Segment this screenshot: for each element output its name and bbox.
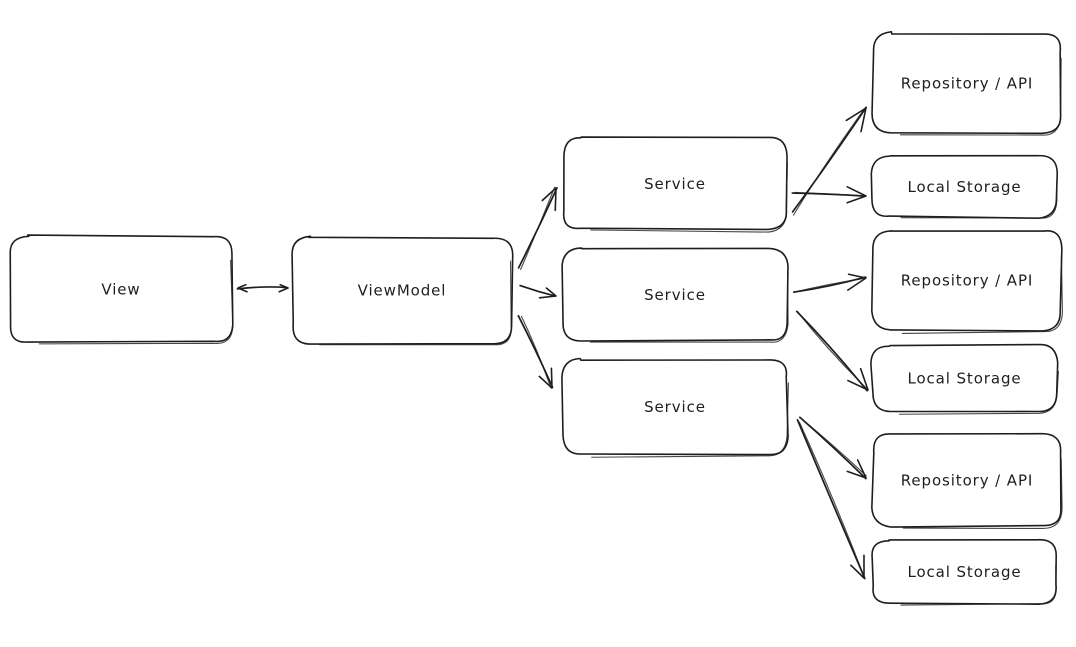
edge-line-echo (792, 106, 867, 216)
edge-viewmodel-to-service1[interactable] (517, 186, 558, 271)
node-local3[interactable]: Local Storage (871, 538, 1057, 606)
edge-service2-to-repo2[interactable] (793, 273, 867, 293)
arrowhead-end (538, 367, 553, 389)
node-box-local1 (870, 154, 1059, 220)
node-box-echo-local3 (900, 564, 1057, 606)
arrowhead-end (846, 459, 867, 479)
edge-line (236, 286, 289, 290)
node-label-service2: Service (644, 286, 706, 304)
node-box-echo-service2 (589, 271, 789, 343)
edge-service1-to-local1[interactable] (791, 186, 867, 204)
edge-viewmodel-to-service2[interactable] (519, 284, 557, 299)
node-box-repo3 (871, 432, 1062, 528)
arrowhead-end (541, 187, 557, 212)
edges-layer (236, 106, 869, 580)
node-box-service3 (561, 357, 789, 456)
node-service1[interactable]: Service (562, 136, 788, 233)
node-repo3[interactable]: Repository / API (871, 432, 1063, 530)
node-view[interactable]: View (9, 234, 234, 345)
node-label-view: View (101, 281, 140, 299)
edge-line-echo (796, 311, 869, 391)
node-box-echo-local1 (900, 180, 1058, 219)
node-viewmodel[interactable]: ViewModel (291, 235, 514, 346)
node-label-viewmodel: ViewModel (358, 282, 447, 300)
arrowhead-end (850, 554, 865, 579)
arrowhead-end (846, 186, 867, 204)
edge-view-to-viewmodel[interactable] (236, 283, 289, 293)
edge-line-echo (520, 186, 556, 271)
node-service3[interactable]: Service (561, 357, 789, 458)
arrowhead-end (847, 273, 867, 291)
node-box-echo-service1 (590, 162, 788, 233)
node-box-echo-repo3 (902, 458, 1063, 530)
edge-line-echo (793, 191, 865, 197)
node-box-service1 (562, 136, 788, 231)
edge-service3-to-repo3[interactable] (798, 416, 867, 480)
arrowhead-end (278, 283, 289, 293)
edge-line (791, 106, 868, 213)
node-label-local2: Local Storage (907, 370, 1021, 388)
node-label-local1: Local Storage (907, 178, 1021, 196)
edge-line-echo (798, 421, 865, 578)
node-box-echo-local2 (898, 370, 1059, 415)
node-box-echo-view (38, 259, 234, 345)
node-repo2[interactable]: Repository / API (871, 230, 1063, 334)
node-service2[interactable]: Service (561, 247, 789, 343)
node-label-service1: Service (644, 175, 706, 193)
edge-line-echo (520, 315, 552, 389)
arrowhead-start (237, 283, 248, 293)
edge-line-echo (793, 277, 867, 293)
node-label-service3: Service (644, 398, 706, 416)
edge-service3-to-local3[interactable] (796, 419, 866, 580)
node-box-echo-viewmodel (318, 260, 512, 346)
node-label-local3: Local Storage (907, 563, 1021, 581)
node-box-echo-service3 (591, 382, 789, 458)
node-box-echo-repo1 (899, 57, 1062, 136)
node-box-repo1 (871, 31, 1062, 135)
node-label-repo3: Repository / API (901, 472, 1033, 490)
node-repo1[interactable]: Repository / API (871, 31, 1062, 136)
edge-line-echo (801, 418, 867, 477)
node-box-echo-repo2 (901, 254, 1063, 334)
node-box-service2 (561, 247, 789, 342)
edge-service2-to-local2[interactable] (795, 310, 869, 392)
arrowhead-end (538, 287, 557, 299)
edge-service1-to-repo1[interactable] (791, 106, 868, 216)
node-local2[interactable]: Local Storage (870, 343, 1059, 415)
node-label-repo1: Repository / API (901, 75, 1033, 93)
node-label-repo2: Repository / API (901, 272, 1033, 290)
node-box-local2 (870, 343, 1059, 413)
edge-line (796, 419, 866, 580)
edge-line (517, 314, 554, 389)
edge-line (519, 284, 556, 297)
node-box-viewmodel (291, 235, 514, 345)
arrowhead-end (847, 367, 869, 391)
edge-viewmodel-to-service3[interactable] (517, 314, 554, 389)
node-box-local3 (871, 538, 1057, 605)
node-box-view (9, 234, 234, 343)
arrowhead-end (845, 107, 867, 133)
node-box-repo2 (871, 230, 1063, 332)
node-local1[interactable]: Local Storage (870, 154, 1059, 220)
